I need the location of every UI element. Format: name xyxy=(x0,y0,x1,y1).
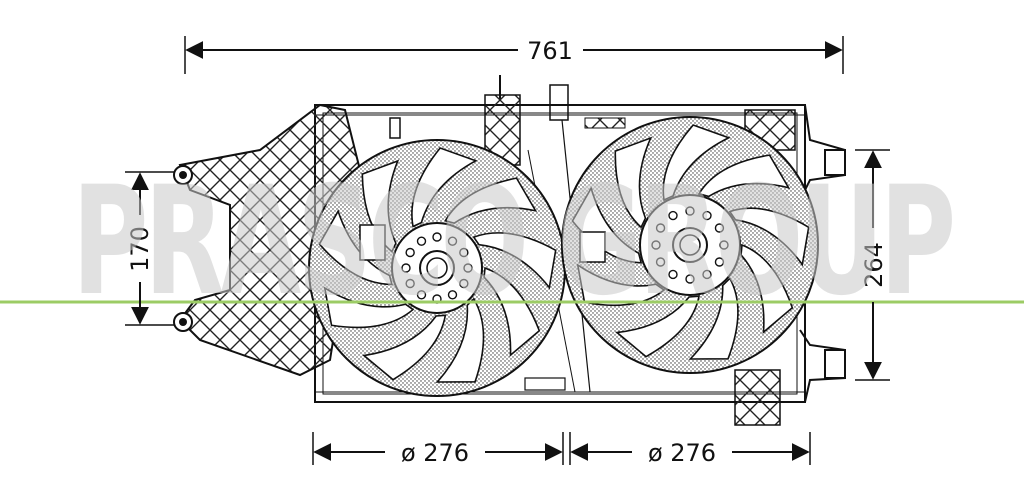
hub-hole xyxy=(405,247,415,258)
fan-blade xyxy=(483,266,541,357)
hub-hole xyxy=(655,223,666,233)
hub-hole xyxy=(685,206,695,216)
hub-hole xyxy=(447,236,458,246)
hub-hole xyxy=(432,232,442,242)
fan-blade xyxy=(614,136,653,229)
hub-hole xyxy=(651,240,661,250)
fan-blade xyxy=(444,177,538,225)
fan-blade xyxy=(411,147,478,228)
left-fan xyxy=(308,139,566,397)
hub-hole xyxy=(702,269,712,280)
hub-hole xyxy=(685,274,695,284)
hub-hole xyxy=(668,269,678,280)
fan-blade xyxy=(323,286,415,329)
hub-hole xyxy=(416,290,427,300)
hub-hole xyxy=(719,240,729,250)
right-fan xyxy=(561,116,819,374)
hub-hole xyxy=(463,263,473,273)
hub-hole xyxy=(405,278,415,289)
fan-blade xyxy=(740,243,794,334)
fan-blade xyxy=(614,295,701,358)
brand-watermark: PRASCO GROUP xyxy=(72,168,958,298)
hub-hole xyxy=(447,290,458,300)
right-mounting-lugs xyxy=(734,104,846,426)
right-fan-diameter-dimension: ø 276 xyxy=(569,432,811,467)
hub-hole xyxy=(655,257,666,267)
electrical-connectors xyxy=(389,75,626,166)
fan-blade xyxy=(362,314,447,381)
left-fan-diameter-dimension: ø 276 xyxy=(312,432,564,467)
hub-hole xyxy=(459,247,469,258)
hub-hole xyxy=(714,257,725,267)
fan-blade xyxy=(472,232,557,290)
hub-hole xyxy=(401,263,411,273)
hub-hole xyxy=(459,278,469,289)
fan-blade xyxy=(662,124,731,202)
left-height-dimension: 170 xyxy=(125,171,175,326)
fan-blade xyxy=(728,207,810,267)
left-fan-diameter-label: ø 276 xyxy=(401,439,469,467)
fan-blade xyxy=(435,297,485,383)
right-fan-diameter-label: ø 276 xyxy=(648,439,716,467)
hub-hole xyxy=(416,236,427,246)
fan-blade xyxy=(697,154,791,198)
overall-width-dimension: 761 xyxy=(184,36,844,74)
hub-hole xyxy=(714,223,725,233)
fan-blade xyxy=(571,186,643,264)
hub-hole xyxy=(668,210,678,221)
hub-hole xyxy=(702,210,712,221)
overall-width-label: 761 xyxy=(527,37,573,65)
left-height-label: 170 xyxy=(126,226,154,272)
watermark-text: PRASCO GROUP xyxy=(72,168,952,298)
fan-blade xyxy=(318,209,393,286)
right-height-label: 264 xyxy=(860,242,888,288)
right-height-dimension: 264 xyxy=(855,149,890,381)
